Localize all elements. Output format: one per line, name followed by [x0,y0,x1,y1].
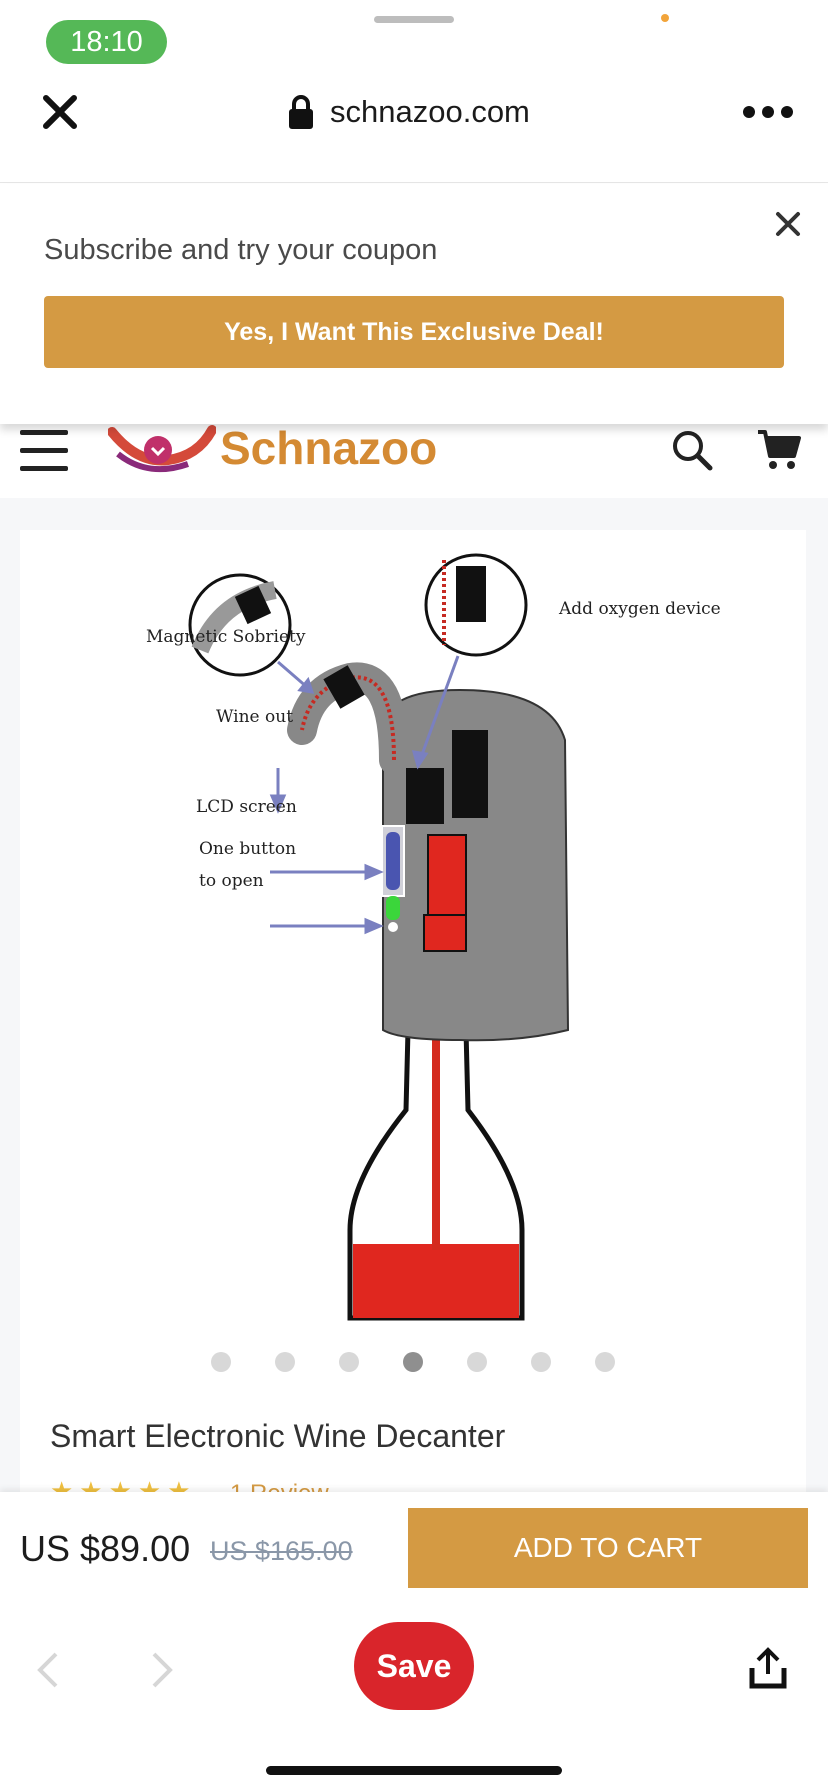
status-time: 18:10 [46,20,167,64]
home-indicator[interactable] [266,1766,562,1775]
diagram-label-oxygen: Add oxygen device [559,599,721,619]
carousel-dot[interactable] [339,1352,359,1372]
site-header: Schnazoo [0,424,828,499]
carousel-dots [20,1352,806,1376]
product-title: Smart Electronic Wine Decanter [50,1418,506,1454]
browser-chrome: 18:10 schnazoo.com [0,0,828,183]
product-image[interactable] [20,530,806,1330]
logo-text[interactable]: Schnazoo [220,422,438,474]
browser-toolbar: Save [0,1606,828,1792]
carousel-dot[interactable] [531,1352,551,1372]
back-icon[interactable] [34,1650,62,1690]
menu-icon[interactable] [20,428,68,472]
carousel-dot[interactable] [275,1352,295,1372]
privacy-indicator-icon [661,14,669,22]
sheet-grabber[interactable] [374,16,454,23]
subscribe-text: Subscribe and try your coupon [44,234,438,266]
carousel-dot[interactable] [211,1352,231,1372]
save-button[interactable]: Save [354,1622,474,1710]
original-price: US $165.00 [210,1536,353,1566]
share-icon[interactable] [748,1646,788,1690]
product-gallery: Magnetic Sobriety Add oxygen device Wine… [20,530,806,1507]
url-field[interactable]: schnazoo.com [330,94,530,129]
carousel-dot[interactable] [467,1352,487,1372]
lock-icon [289,95,313,129]
more-icon[interactable] [742,100,794,124]
diagram-label-button-2: to open [199,871,264,891]
close-icon[interactable] [774,210,802,238]
cart-icon[interactable] [756,428,802,472]
close-icon[interactable] [40,92,80,132]
current-price: US $89.00 [20,1528,191,1569]
search-icon[interactable] [670,428,714,472]
exclusive-deal-button[interactable]: Yes, I Want This Exclusive Deal! [44,296,784,368]
diagram-label-wine-out: Wine out [216,707,294,727]
subscribe-banner: Subscribe and try your coupon Yes, I Wan… [0,184,828,424]
forward-icon[interactable] [148,1650,176,1690]
carousel-dot[interactable] [403,1352,423,1372]
diagram-label-button: One button [199,839,297,859]
add-to-cart-button[interactable]: ADD TO CART [408,1508,808,1588]
diagram-label-magnetic: Magnetic Sobriety [146,627,306,647]
price-bar: US $89.00 US $165.00 ADD TO CART [0,1492,828,1607]
logo-icon[interactable] [108,424,216,480]
carousel-dot[interactable] [595,1352,615,1372]
diagram-label-lcd: LCD screen [196,797,297,817]
